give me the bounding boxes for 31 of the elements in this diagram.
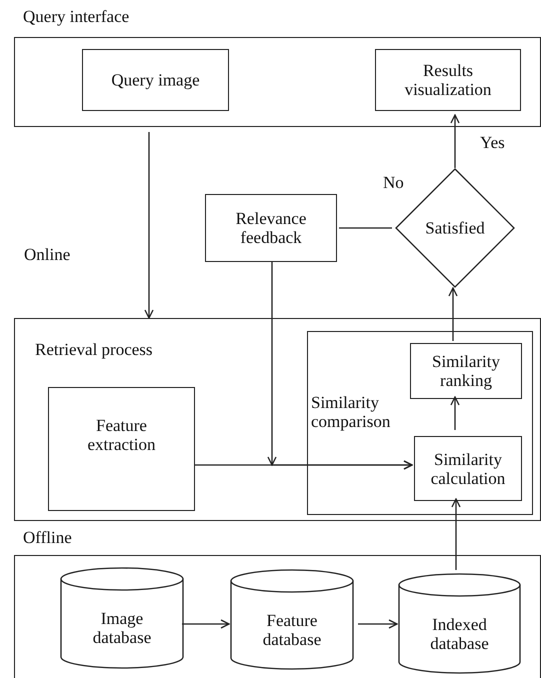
node-label: Indexed database — [429, 614, 490, 653]
arrow — [358, 619, 398, 629]
section-heading: Offline — [23, 529, 72, 548]
arrow — [450, 396, 460, 430]
process-box — [414, 436, 522, 501]
arrow — [451, 498, 461, 570]
section-heading: Retrieval process — [35, 341, 153, 360]
arrow — [182, 619, 230, 629]
section-panel — [307, 331, 533, 515]
section-panel — [14, 318, 541, 521]
node-label: Feature database — [262, 610, 322, 649]
arrow — [194, 460, 413, 470]
process-box — [410, 343, 522, 399]
section-heading: Similarity comparison — [311, 394, 392, 432]
node-label: Similarity calculation — [430, 449, 506, 488]
process-box — [205, 194, 337, 262]
connector-line — [339, 227, 392, 229]
node-label: Query image — [110, 70, 201, 90]
section-heading: Query interface — [23, 8, 130, 27]
arrow — [448, 287, 458, 341]
node-label: Results visualization — [404, 60, 492, 100]
node-label: Feature extraction — [86, 416, 156, 454]
process-box — [82, 49, 229, 111]
node-label: Image database — [92, 609, 152, 648]
node-label: Similarity ranking — [431, 352, 501, 390]
node-label: Satisfied — [424, 218, 486, 238]
process-box — [375, 49, 521, 111]
process-box — [48, 387, 195, 511]
arrow — [450, 114, 460, 168]
arrow — [144, 132, 154, 319]
node-label: Relevance feedback — [234, 208, 308, 248]
